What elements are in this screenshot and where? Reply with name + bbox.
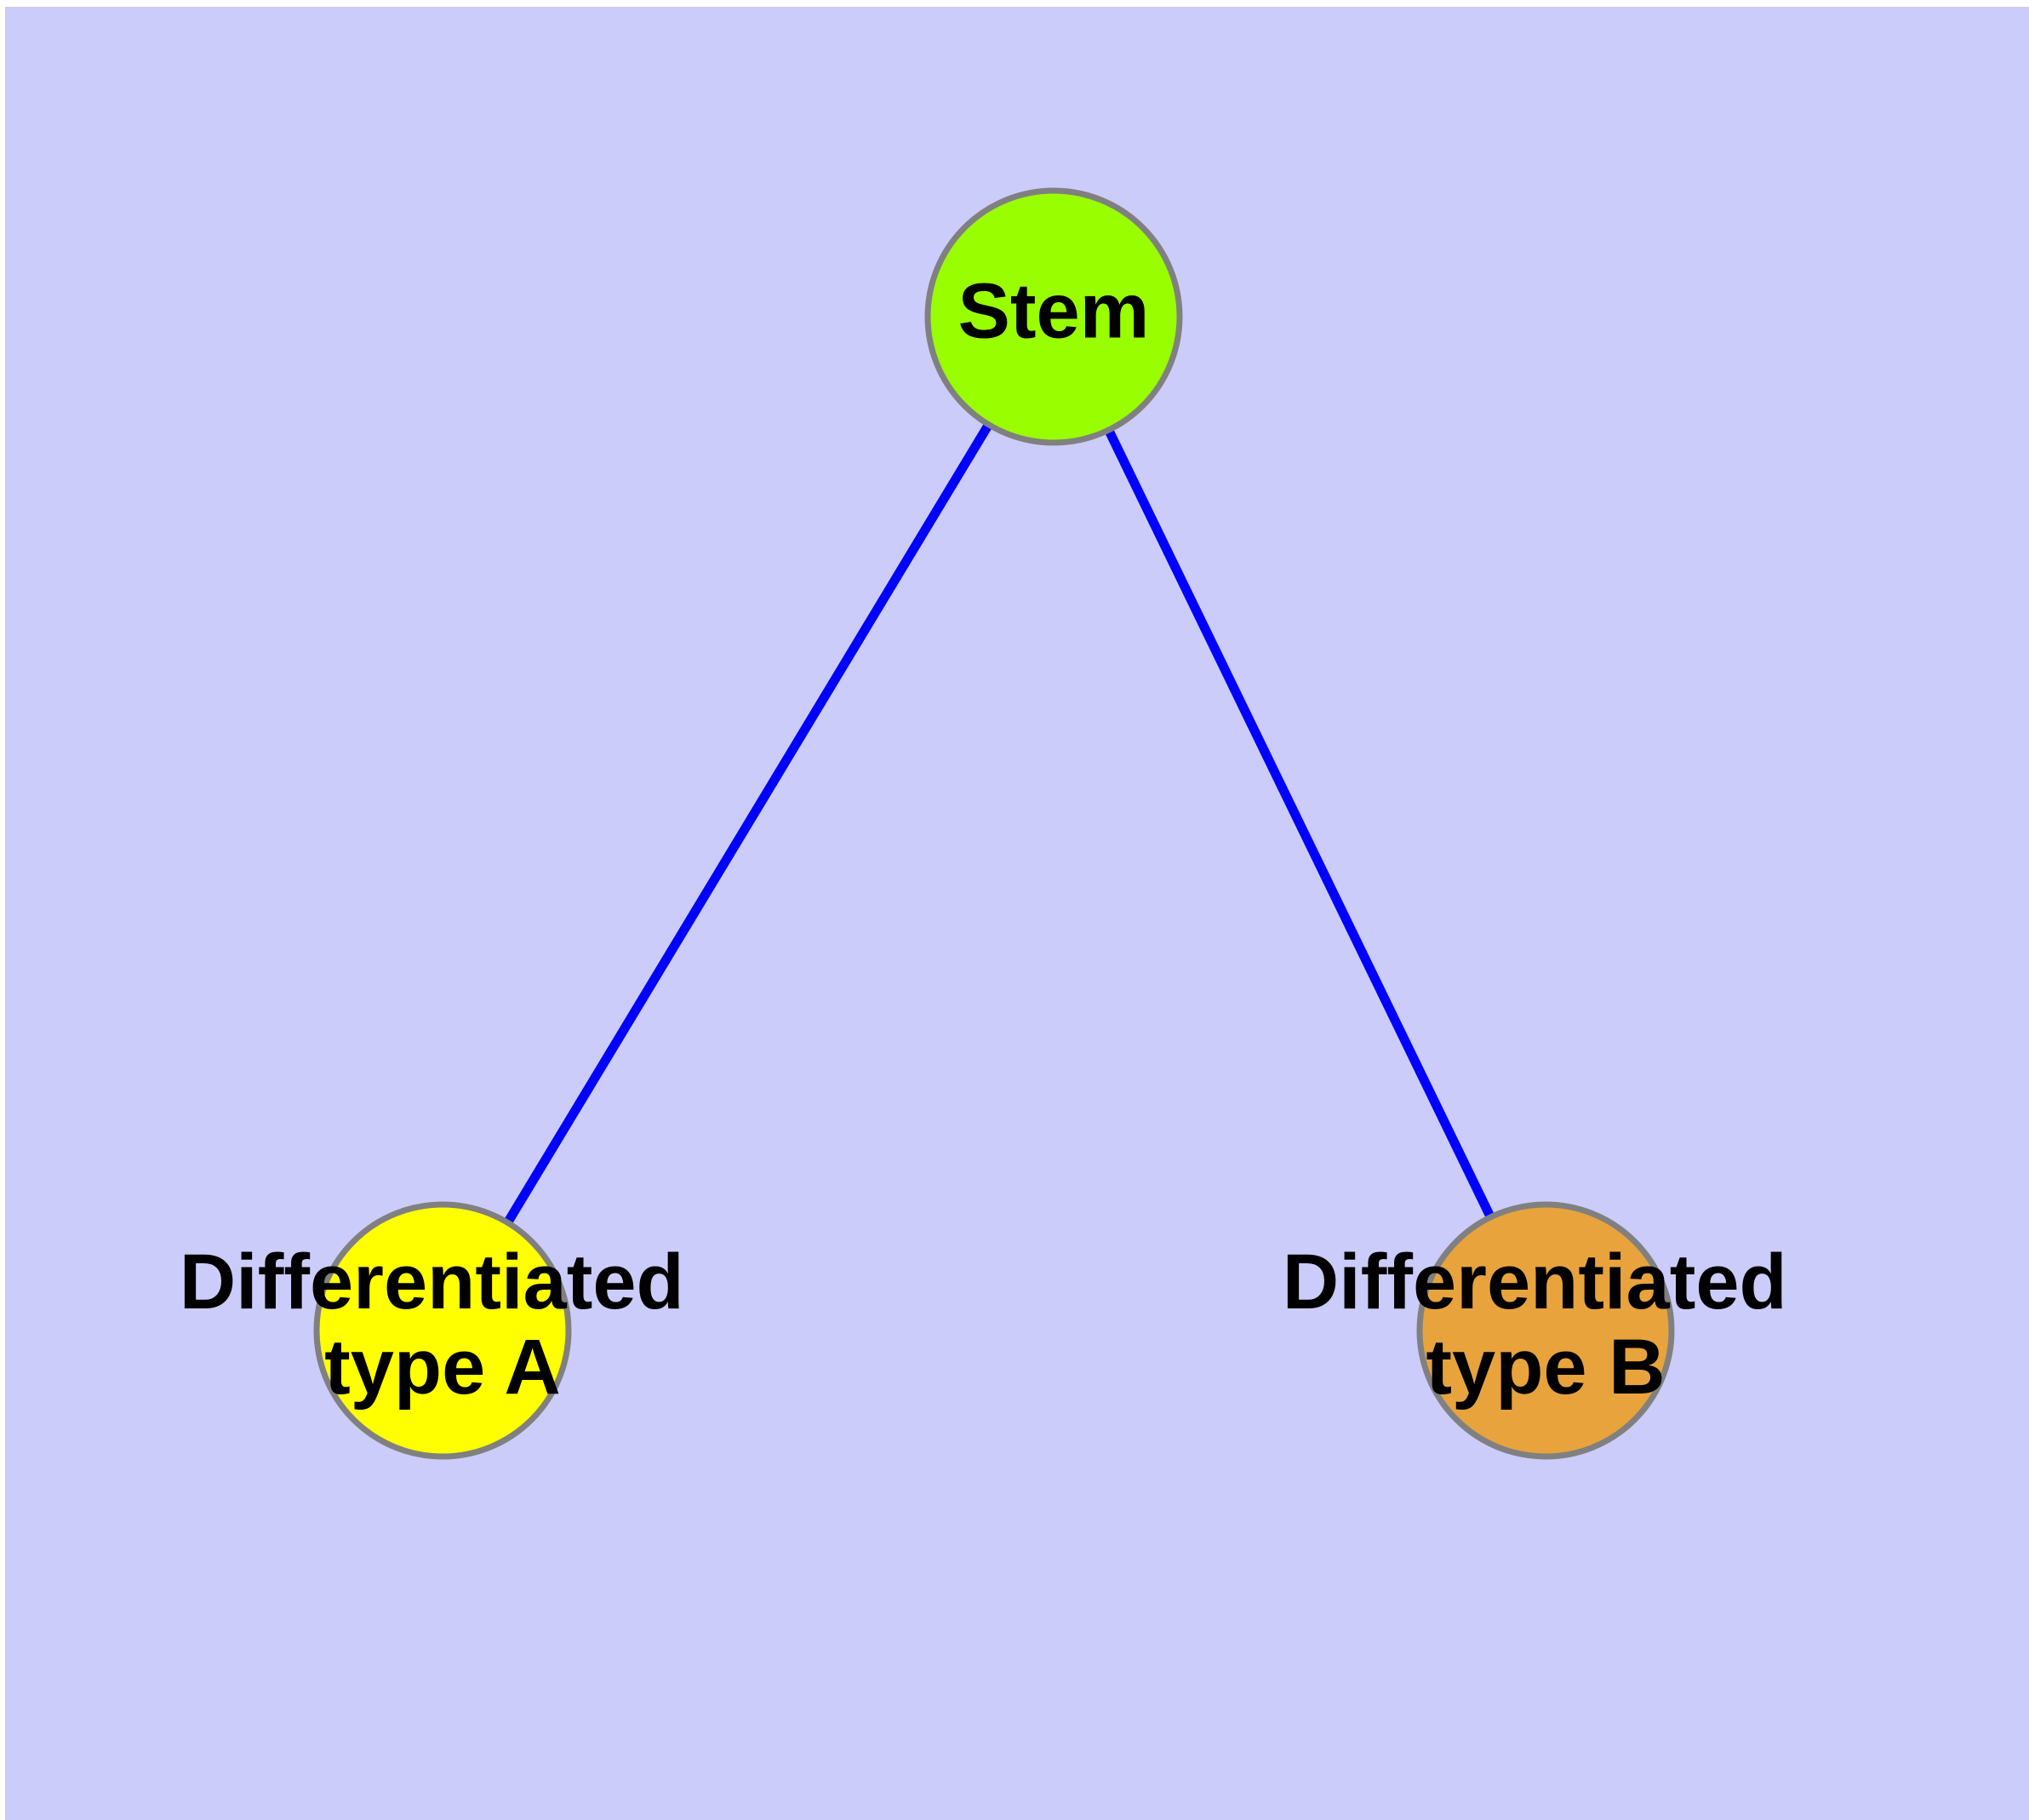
node-layer (313, 187, 1675, 1460)
edge-stem-to-differentiated-type-a[interactable] (438, 314, 1058, 1333)
node-label-differentiated-type-a: Differentiated type A (180, 1239, 706, 1411)
node-differentiated-type-b[interactable] (1416, 1201, 1675, 1460)
node-label-line-2: type A (324, 1324, 561, 1411)
node-label-differentiated-type-b: Differentiated type B (1283, 1239, 1809, 1411)
edge-layer (438, 314, 1550, 1333)
node-label-stem: Stem (958, 267, 1150, 354)
node-label-line-1: Differentiated (1283, 1239, 1787, 1325)
label-layer: Stem Differentiated type A Differentiate… (180, 267, 1809, 1411)
node-label-line-1: Differentiated (180, 1239, 684, 1325)
node-label-line-2: type B (1426, 1324, 1665, 1411)
edge-stem-to-differentiated-type-b[interactable] (1049, 314, 1550, 1333)
node-differentiated-type-a[interactable] (313, 1201, 572, 1460)
node-stem[interactable] (924, 187, 1183, 446)
